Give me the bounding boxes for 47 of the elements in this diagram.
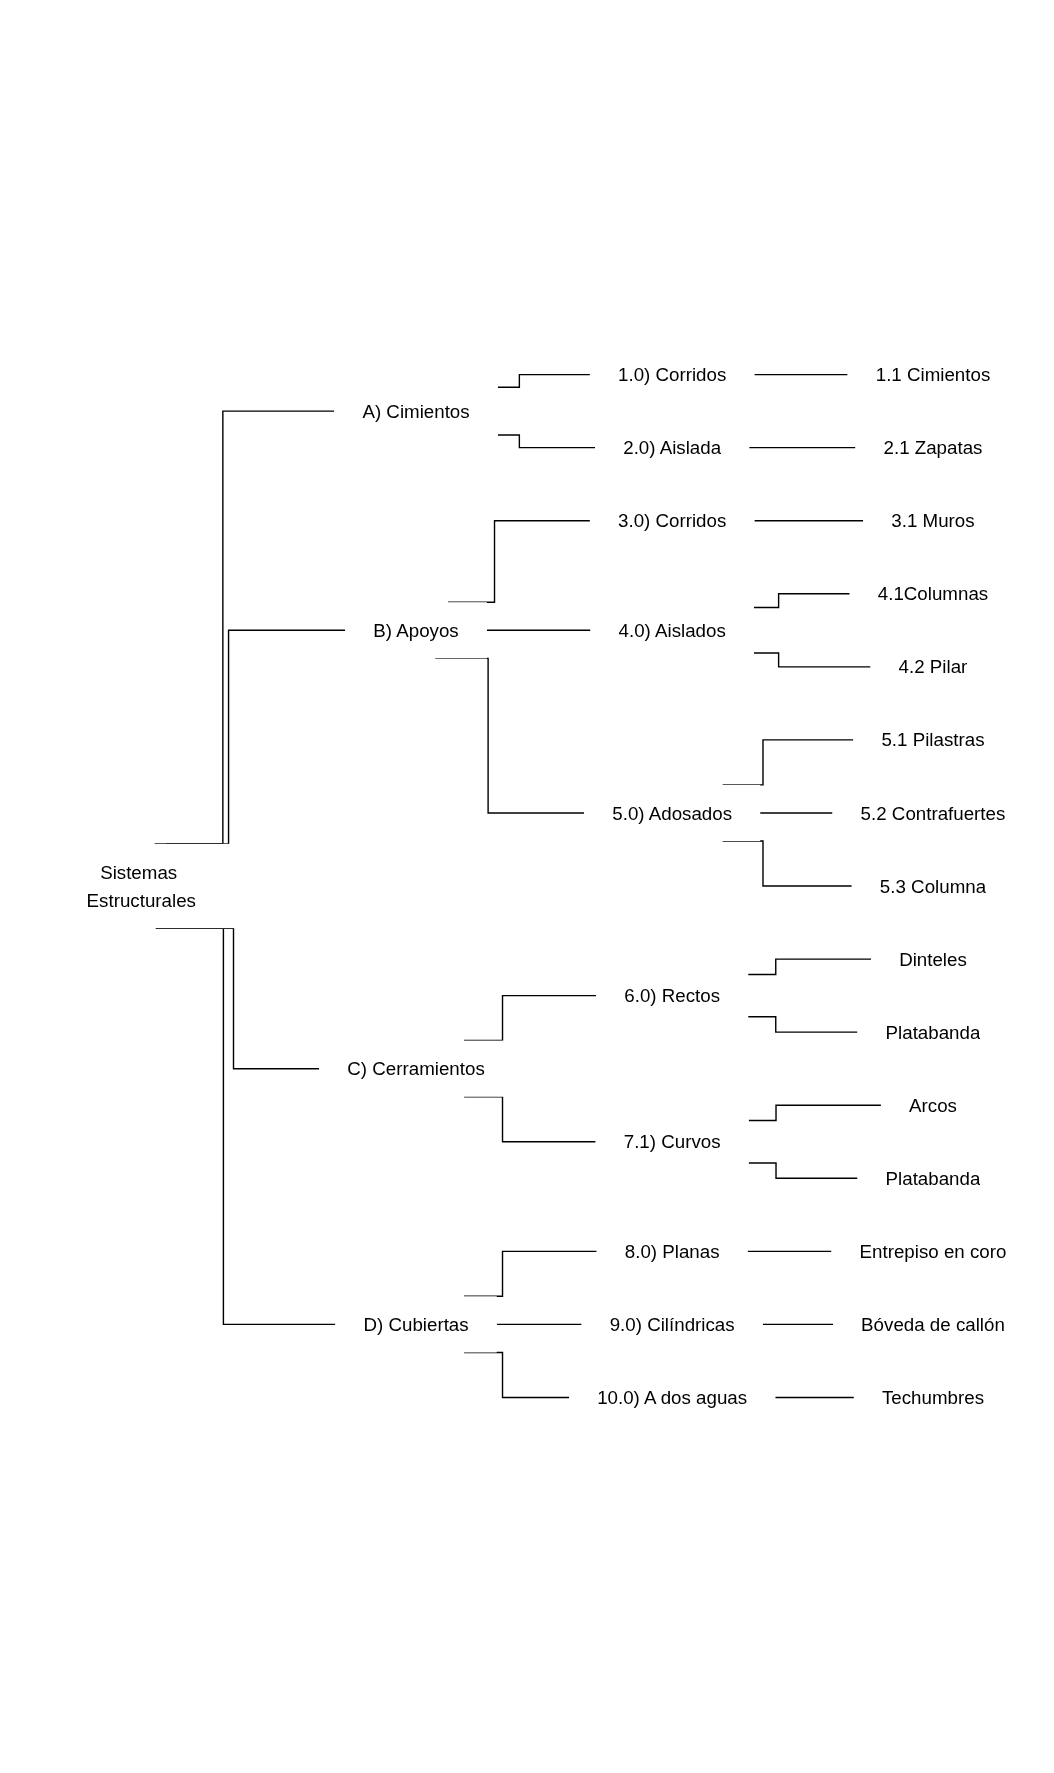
connector <box>774 1397 855 1399</box>
connector <box>747 1016 859 1034</box>
node-text: Bóveda de callón <box>861 1314 1005 1336</box>
node-text: 4.1Columnas <box>877 583 989 605</box>
node-text: Platabanda <box>885 1022 981 1043</box>
node-text: Arcos <box>909 1095 957 1116</box>
node-text: 3.1 Muros <box>891 510 975 532</box>
connector <box>753 520 864 522</box>
connector <box>153 410 336 846</box>
connector <box>746 1251 833 1253</box>
node-text: 9.0) Cilíndricas <box>609 1314 735 1336</box>
node-text: 1.1 Cimientos <box>875 364 991 386</box>
node-text: 10.0) A dos aguas <box>597 1387 748 1409</box>
node-text: 4.0) Aislados <box>618 620 726 642</box>
connector <box>747 1162 859 1180</box>
connector <box>165 630 346 846</box>
node-text: Platabanda <box>885 1168 981 1190</box>
node-text: Techumbres <box>881 1387 984 1409</box>
connector <box>497 374 591 389</box>
connector <box>496 1324 583 1326</box>
connector <box>747 958 872 976</box>
node-text: Dinteles <box>899 949 967 970</box>
node-text: 5.3 Columna <box>879 876 987 897</box>
node-text: 2.0) Aislada <box>623 437 722 459</box>
connector <box>759 812 834 815</box>
connector <box>497 434 596 449</box>
connector <box>721 739 855 787</box>
node-text: Entrepiso en coro <box>859 1241 1007 1263</box>
node-text: 5.2 Contrafuertes <box>860 803 1006 824</box>
connector <box>748 447 857 449</box>
connector <box>753 652 872 668</box>
node-text: A) Cimientos <box>362 401 470 422</box>
node-text: 2.1 Zapatas <box>883 437 983 459</box>
node-text: 6.0) Rectos <box>624 985 721 1007</box>
connector <box>762 1324 834 1326</box>
connector <box>463 995 597 1042</box>
node-text: 3.0) Corridos <box>618 510 727 532</box>
connector <box>753 593 851 609</box>
node-text: 8.0) Planas <box>624 1241 720 1263</box>
node-text: 4.2 Pilar <box>898 657 968 678</box>
node-text: 1.0) Corridos <box>618 364 727 386</box>
node-text: 5.1 Pilastras <box>881 730 985 751</box>
node-text: 7.1) Curvos <box>623 1131 721 1153</box>
connector <box>463 1352 570 1399</box>
connector <box>486 630 592 632</box>
connector <box>747 1104 882 1122</box>
connector <box>753 374 849 376</box>
